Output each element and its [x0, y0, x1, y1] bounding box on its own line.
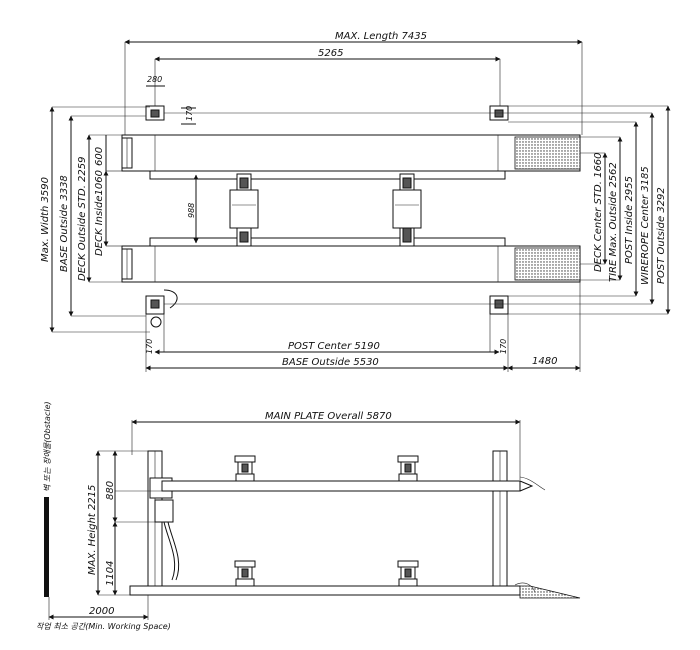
length-5265-label: 5265 [318, 48, 343, 59]
side-ramp [519, 585, 581, 599]
runway-lower [121, 245, 581, 283]
deck-center-label: DECK Center STD. 1660 [593, 152, 604, 272]
dim-170-br-label: 170 [499, 339, 508, 354]
jack-right [392, 173, 422, 247]
post-center-label: POST Center 5190 [288, 341, 380, 352]
side-jack-raised-left [234, 455, 256, 482]
dim-2000-label: 2000 [89, 606, 114, 617]
dim-170-bl-label: 170 [145, 339, 154, 354]
runway-upper [121, 134, 581, 172]
side-runway-lowered [129, 585, 521, 596]
post-top-left [145, 105, 165, 121]
main-plate-label: MAIN PLATE Overall 5870 [265, 411, 392, 422]
dim-600-label: 600 [94, 147, 105, 166]
side-runway-raised [161, 480, 521, 492]
dim-280-label: 280 [147, 75, 162, 84]
base-outside-label: BASE Outside 3338 [59, 175, 70, 272]
dim-1480-label: 1480 [532, 356, 557, 367]
jack-left [229, 173, 259, 247]
approach-ramp-lower [514, 247, 581, 281]
working-space-label: 작업 최소 공간(Min. Working Space) [36, 622, 171, 631]
max-height-label: MAX. Height 2215 [87, 485, 98, 575]
dim-880-label: 880 [105, 481, 116, 500]
post-inside-label: POST Inside 2955 [624, 176, 635, 264]
wirerope-center-label: WIREROPE Center 3185 [640, 166, 651, 285]
side-jack-lowered-left [234, 560, 256, 587]
top-view: MAX. Length 7435 5265 280 170 [40, 31, 671, 372]
dim-170-top-label: 170 [185, 106, 194, 121]
obstacle-wall [44, 497, 49, 597]
max-length-label: MAX. Length 7435 [335, 31, 427, 42]
tire-max-label: TIRE Max. Outside 2562 [608, 162, 619, 282]
obstacle-label: 벽 또는 장애물(Obstacle) [43, 401, 52, 492]
max-width-label: Max. Width 3590 [40, 177, 51, 262]
deck-inside-label: DECK Inside1060 [94, 170, 105, 256]
side-jack-raised-right [397, 455, 419, 482]
dim-988-label: 988 [187, 203, 196, 218]
approach-ramp-upper [514, 136, 581, 170]
base-outside-length-label: BASE Outside 5530 [282, 357, 379, 368]
post-outside-label: POST Outside 3292 [656, 187, 667, 284]
post-bottom-left [145, 289, 178, 328]
deck-outside-label: DECK Outside STD. 2259 [77, 157, 88, 282]
side-view: MAIN PLATE Overall 5870 [36, 401, 581, 631]
side-jack-lowered-right [397, 560, 419, 587]
post-bottom-right [489, 295, 509, 315]
dim-1104-label: 1104 [105, 561, 116, 586]
